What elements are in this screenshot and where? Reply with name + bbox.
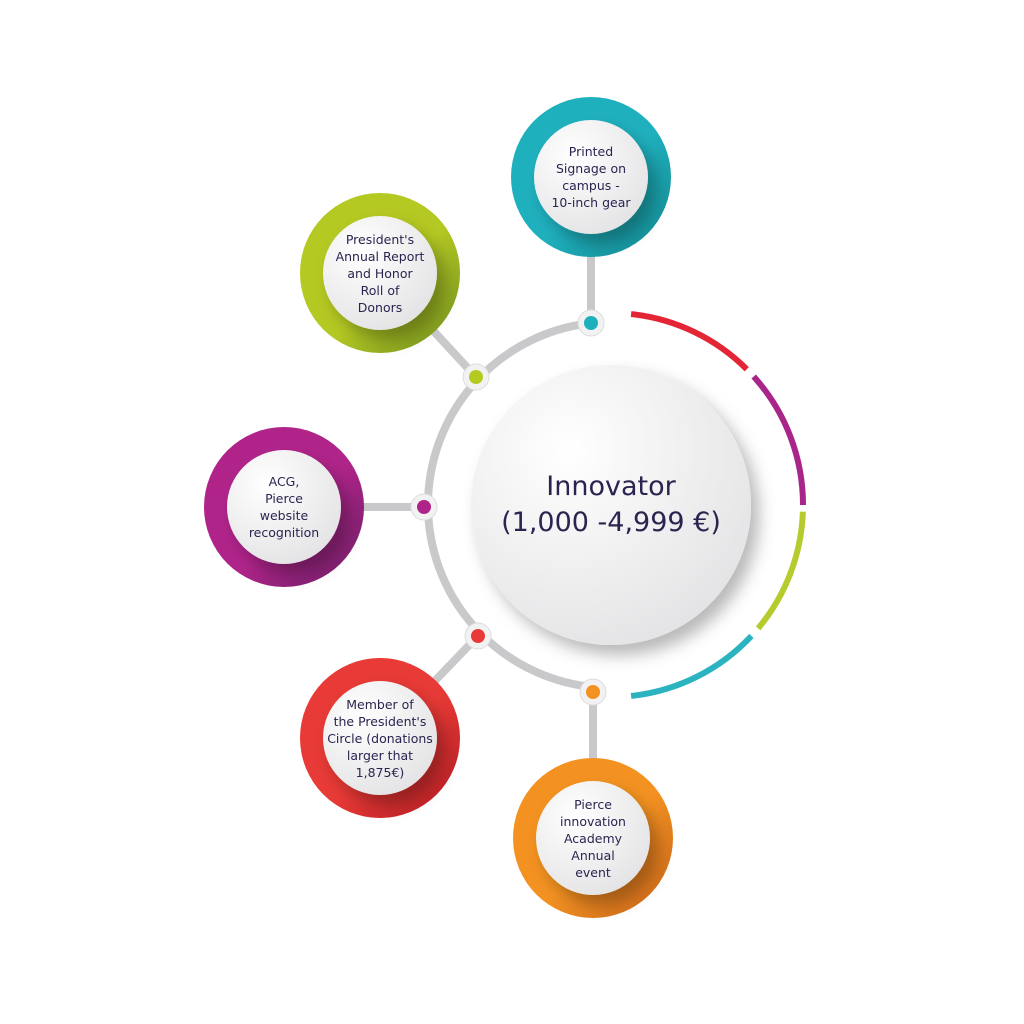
node-website-inner	[227, 450, 341, 564]
ring-segment	[630, 311, 749, 372]
connector-dot-color	[586, 685, 600, 699]
center-label: Innovator (1,000 -4,999 €)	[471, 430, 751, 580]
node-academy-label: Pierce innovation Academy Annual event	[560, 796, 626, 880]
node-presidents-circle-label: Member of the President's Circle (donati…	[327, 696, 433, 780]
tier-title: Innovator	[546, 471, 676, 502]
connector-dot-color	[469, 370, 483, 384]
ring-segment	[755, 511, 806, 631]
tier-range: (1,000 -4,999 €)	[501, 507, 721, 538]
node-signage-inner	[534, 120, 648, 234]
node-academy-inner	[536, 781, 650, 895]
color-arcs	[630, 311, 806, 699]
ring-segment	[630, 633, 754, 699]
connector-dots	[410, 309, 607, 706]
ring-segment	[751, 374, 806, 506]
node-signage-label: Printed Signage on campus - 10-inch gear	[551, 144, 631, 210]
connector-dot-color	[584, 316, 598, 330]
node-presidents-circle-inner	[323, 681, 437, 795]
node-circles	[204, 97, 673, 918]
node-annual-report-label: President's Annual Report and Honor Roll…	[335, 231, 425, 315]
center-circle	[471, 365, 751, 645]
node-website-label: ACG, Pierce website recognition	[248, 474, 320, 540]
connector-dot-color	[471, 629, 485, 643]
connector-dot-color	[417, 500, 431, 514]
node-annual-report-inner	[323, 216, 437, 330]
